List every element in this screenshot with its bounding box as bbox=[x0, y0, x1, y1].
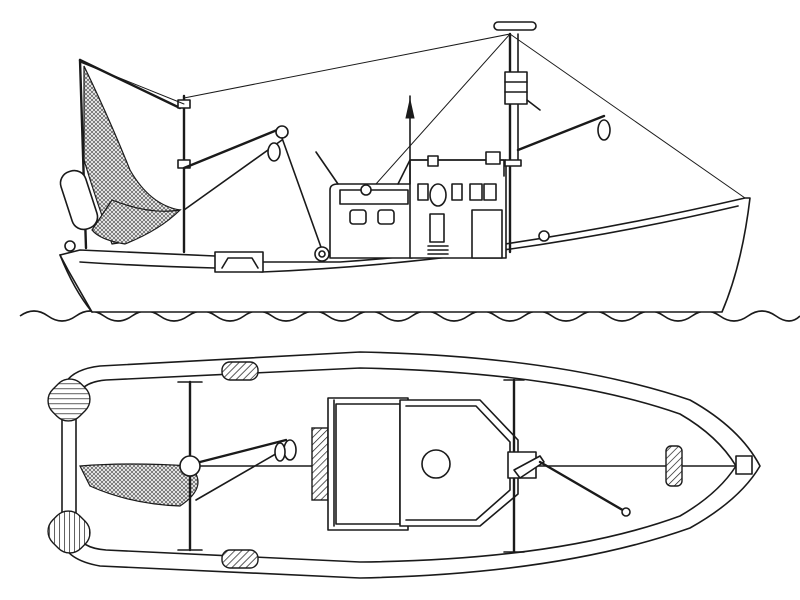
wheelhouse-hatch bbox=[429, 213, 445, 243]
aft-porthole-left bbox=[349, 209, 367, 225]
plan-aft-derrick-stay bbox=[195, 447, 287, 501]
wheelhouse-door bbox=[471, 209, 503, 259]
plan-otter-board-top bbox=[47, 378, 91, 422]
mast-backstay bbox=[375, 33, 511, 185]
aft-winch-hub bbox=[318, 250, 326, 258]
wheelhouse-window-1 bbox=[417, 183, 429, 201]
plan-deck-grating bbox=[311, 427, 329, 501]
wheelhouse-vent bbox=[485, 151, 501, 165]
aft-warp-line bbox=[281, 137, 323, 251]
aft-derrick-stay bbox=[183, 139, 283, 211]
trawl-net-lower bbox=[91, 199, 182, 245]
plan-fwd-derrick bbox=[538, 460, 628, 514]
wheelhouse-vent-slats bbox=[427, 245, 449, 255]
wheelhouse-window-2 bbox=[451, 183, 463, 201]
wheelhouse-box bbox=[427, 155, 439, 167]
wheelhouse-rail bbox=[397, 159, 505, 185]
deck-hatch-frame bbox=[221, 257, 259, 269]
stern-roller-icon bbox=[64, 240, 76, 252]
wheelhouse-window-4 bbox=[483, 183, 497, 201]
gallows-wire bbox=[79, 61, 185, 105]
crows-nest-light bbox=[526, 99, 541, 111]
plan-deck-hatch-bottom bbox=[221, 549, 259, 569]
main-mast-collar bbox=[504, 159, 522, 167]
aft-pulley-icon bbox=[267, 142, 281, 162]
plan-aft-pulley-icon bbox=[274, 442, 286, 462]
plan-aft-mast-icon bbox=[179, 455, 201, 477]
wheelhouse-aft-canopy bbox=[339, 189, 409, 205]
triatic-stay bbox=[183, 33, 511, 99]
aft-derrick-boom bbox=[182, 126, 284, 170]
wheelhouse-window-3 bbox=[469, 183, 483, 201]
hull-sheer-line bbox=[79, 205, 739, 273]
plan-anchor-winch bbox=[665, 445, 683, 487]
fwd-boom-block-icon bbox=[597, 119, 611, 141]
otter-board bbox=[59, 169, 99, 231]
lifebuoy-icon bbox=[360, 184, 372, 196]
plan-deck-hatch-top bbox=[221, 361, 259, 381]
fwd-derrick-boom bbox=[516, 114, 606, 152]
forestay bbox=[509, 33, 746, 199]
plan-aft-shelter-roof bbox=[335, 403, 401, 525]
crows-nest bbox=[504, 71, 528, 105]
plan-aft-derrick bbox=[198, 438, 288, 464]
plan-skylight-icon bbox=[421, 449, 451, 479]
plan-view bbox=[47, 351, 761, 579]
radar-antenna-icon bbox=[493, 21, 537, 31]
fwd-bitt-icon bbox=[538, 230, 550, 242]
plan-trawl-net bbox=[79, 463, 199, 507]
deck-hatch bbox=[214, 251, 264, 273]
plan-otter-board-bottom bbox=[47, 510, 91, 554]
crows-nest-rails bbox=[504, 81, 528, 93]
plan-bow-fitting bbox=[735, 455, 753, 475]
plan-wheelhouse bbox=[399, 399, 519, 527]
stern-post bbox=[59, 254, 93, 313]
wheelhouse-porthole bbox=[429, 183, 447, 207]
plan-winch-lever-icon bbox=[513, 455, 545, 479]
radio-mast-tip-icon bbox=[405, 99, 415, 119]
plan-aft-block-icon bbox=[283, 439, 297, 461]
whip-antenna bbox=[315, 151, 339, 185]
aft-porthole-right bbox=[377, 209, 395, 225]
aft-boom-block-icon bbox=[275, 125, 289, 139]
side-view bbox=[19, 21, 800, 322]
stern-gallows-beam bbox=[78, 58, 182, 110]
plan-fwd-block-icon bbox=[621, 507, 631, 517]
